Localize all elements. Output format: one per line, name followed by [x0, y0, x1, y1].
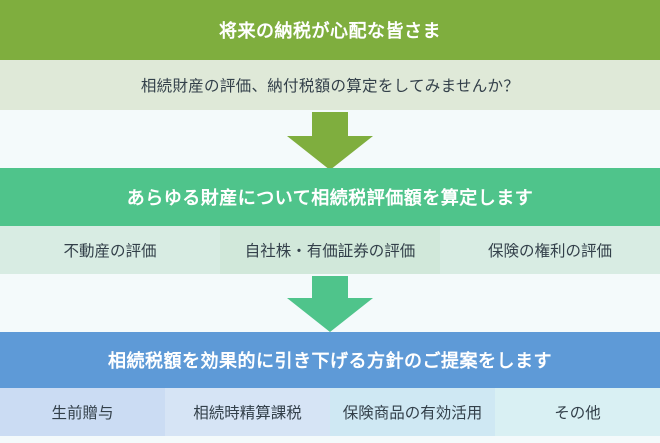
list-item: 自社株・有価証券の評価 — [220, 226, 440, 274]
section3-header: 相続税額を効果的に引き下げる方針のご提案をします — [0, 332, 660, 388]
down-arrow-icon — [0, 112, 660, 170]
section3-title: 相続税額を効果的に引き下げる方針のご提案をします — [108, 351, 552, 372]
list-item: 不動産の評価 — [0, 226, 220, 274]
section1-subheader: 相続財産の評価、納付税額の算定をしてみませんか？ — [0, 60, 660, 110]
section1-header: 将来の納税が心配な皆さま — [0, 0, 660, 60]
item-label: その他 — [554, 404, 601, 422]
list-item: 相続時精算課税 — [165, 388, 330, 436]
list-item: 生前贈与 — [0, 388, 165, 436]
item-label: 生前贈与 — [51, 404, 114, 422]
item-label: 保険の権利の評価 — [487, 242, 612, 260]
list-item: 保険商品の有効活用 — [330, 388, 495, 436]
section2-items: 不動産の評価 自社株・有価証券の評価 保険の権利の評価 — [0, 226, 660, 274]
item-label: 自社株・有価証券の評価 — [244, 242, 416, 260]
down-arrow-icon — [0, 276, 660, 332]
list-item: その他 — [495, 388, 660, 436]
item-label: 保険商品の有効活用 — [342, 404, 483, 422]
section1-title: 将来の納税が心配な皆さま — [219, 21, 441, 42]
section2-header: あらゆる財産について相続税評価額を算定します — [0, 168, 660, 226]
section2-title: あらゆる財産について相続税評価額を算定します — [126, 188, 534, 209]
section1-subtitle: 相続財産の評価、納付税額の算定をしてみませんか？ — [140, 77, 520, 95]
item-label: 不動産の評価 — [63, 242, 157, 260]
item-label: 相続時精算課税 — [193, 404, 302, 422]
list-item: 保険の権利の評価 — [440, 226, 660, 274]
section3-items: 生前贈与 相続時精算課税 保険商品の有効活用 その他 — [0, 388, 660, 436]
